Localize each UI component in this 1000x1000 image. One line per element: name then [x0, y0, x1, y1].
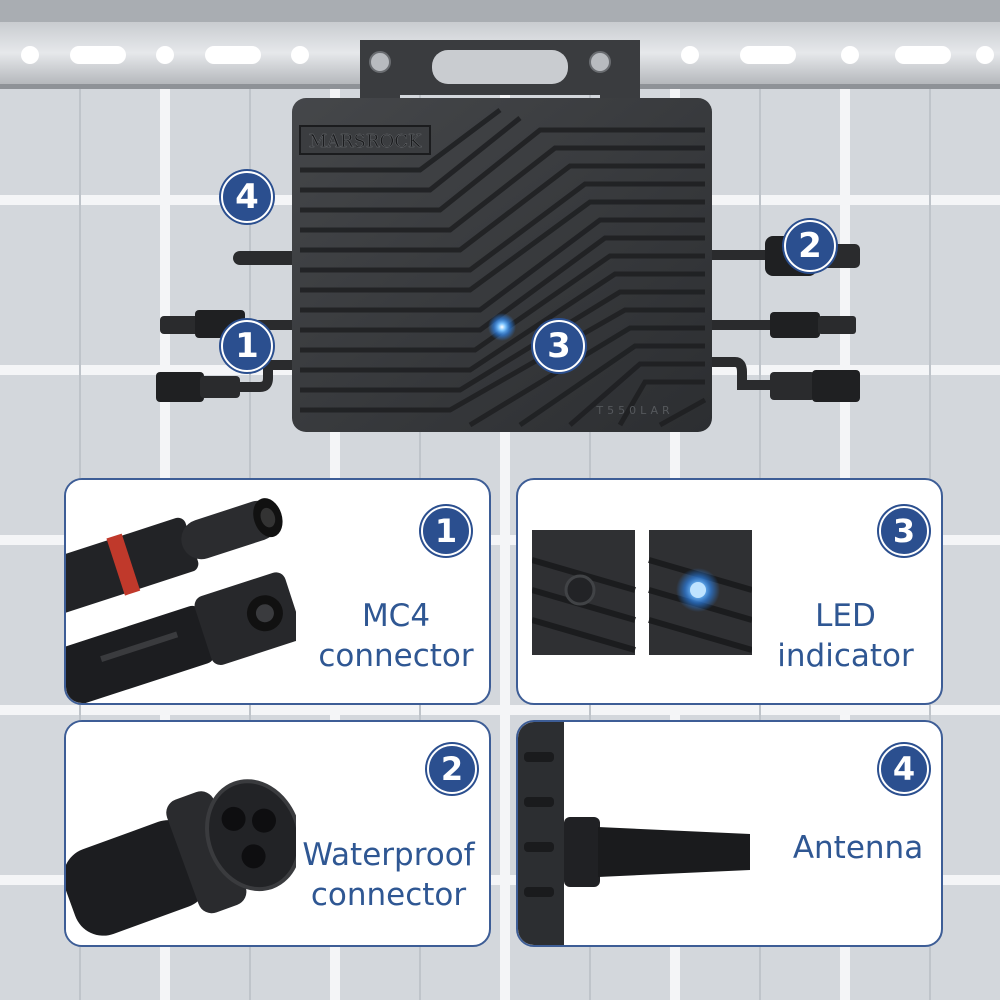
mounting-rail: [0, 0, 1000, 89]
callout-badge-3: 3: [533, 320, 585, 372]
callout-badge-2: 2: [784, 220, 836, 272]
inverter-body: [292, 98, 712, 432]
card-label-led: LED indicator: [777, 598, 914, 674]
feature-card-led: 3 LED indicator: [516, 478, 943, 705]
right-connectors: [710, 236, 860, 402]
card-number-badge: 3: [879, 506, 929, 556]
card-label-antenna: Antenna: [792, 830, 924, 866]
antenna-icon: [518, 722, 758, 945]
brand-label: MARSROCK: [309, 131, 422, 152]
card-label-waterproof: Waterproof connector: [302, 837, 475, 913]
feature-card-antenna: 4 Antenna: [516, 720, 943, 947]
model-mark: T550LAR: [595, 404, 673, 417]
card-number-badge: 2: [427, 744, 477, 794]
feature-card-waterproof: 2 Waterproof connector: [64, 720, 491, 947]
led-indicator-icon: [532, 530, 752, 655]
callout-badge-4: 4: [221, 171, 273, 223]
waterproof-connector-icon: [66, 722, 296, 945]
card-label-mc4: MC4 connector: [318, 598, 474, 674]
led-indicator-light: [488, 313, 516, 341]
card-number-badge: 1: [421, 506, 471, 556]
mc4-connector-icon: [66, 480, 296, 703]
callout-badge-1: 1: [221, 320, 273, 372]
card-number-badge: 4: [879, 744, 929, 794]
left-connectors: [156, 251, 302, 402]
mounting-bracket: [360, 40, 640, 100]
feature-card-mc4: 1 MC4 connector: [64, 478, 491, 705]
